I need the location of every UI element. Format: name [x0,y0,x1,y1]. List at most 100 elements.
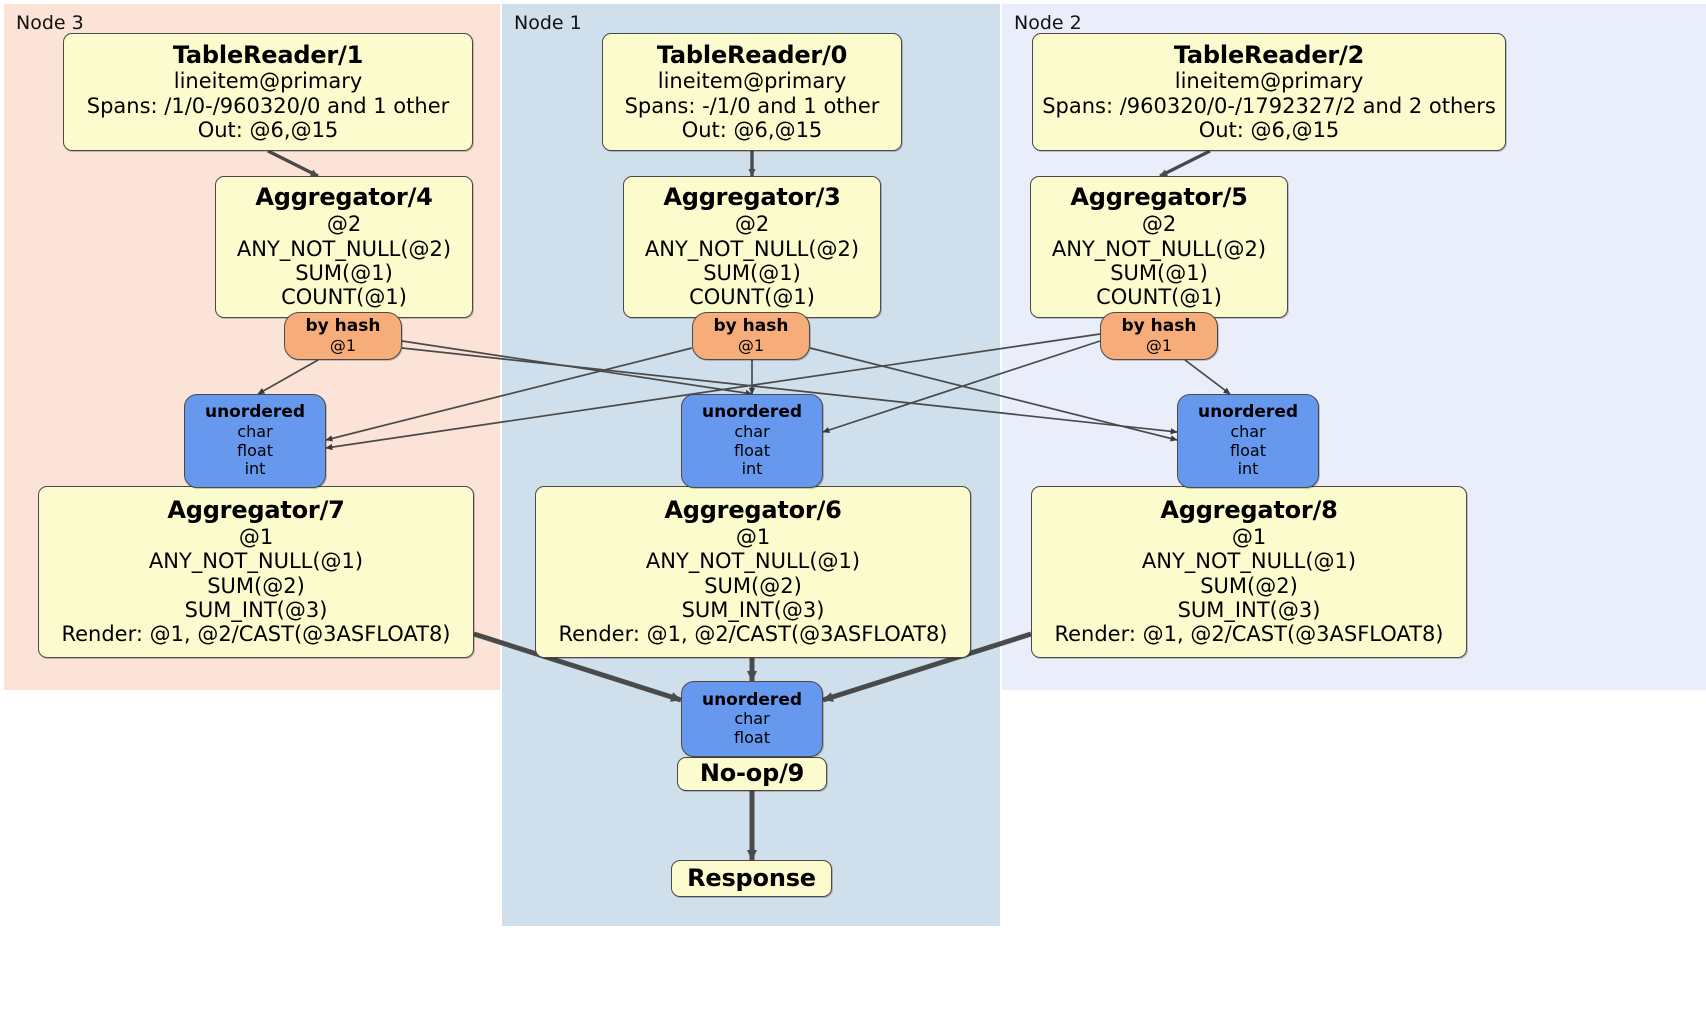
graph-node-detail-line: ANY_NOT_NULL(@2) [644,236,860,261]
graph-node-detail-line: Spans: -/1/0 and 1 other [624,93,880,118]
graph-node-response[interactable]: Response [671,860,832,897]
edge-tr1-to-agg4 [267,149,319,178]
graph-node-detail-line: ANY_NOT_NULL(@1) [1141,549,1357,574]
graph-node-detail-line: SUM(@2) [1200,573,1298,598]
graph-node-detail-line: @1 [1231,525,1267,550]
graph-node-title: TableReader/0 [656,40,848,69]
edge-byhash5-to-unordered8 [1184,359,1231,395]
graph-node-detail-line: COUNT(@1) [689,285,815,310]
graph-node-detail-line: char [734,709,770,729]
graph-node-detail-line: Spans: /1/0-/960320/0 and 1 other [86,93,450,118]
edge-byhash3-to-unordered8 [809,347,1178,442]
graph-node-title: Aggregator/4 [255,183,433,212]
graph-node-detail-line: Out: @6,@15 [1198,118,1340,143]
graph-node-title: by hash [1121,315,1197,336]
graph-node-detail-line: COUNT(@1) [1096,285,1222,310]
graph-node-title: unordered [701,402,803,423]
graph-node-detail-line: int [741,459,763,479]
graph-node-detail-line: ANY_NOT_NULL(@2) [236,236,452,261]
graph-node-detail-line: lineitem@primary [1174,69,1364,94]
graph-node-byhash-3[interactable]: by hash@1 [692,312,810,360]
graph-node-title: Aggregator/8 [1160,496,1338,525]
graph-node-byhash-4[interactable]: by hash@1 [284,312,402,360]
graph-node-detail-line: ANY_NOT_NULL(@1) [645,549,861,574]
node-panel-label-node2: Node 2 [1014,12,1082,34]
graph-node-detail-line: Out: @6,@15 [197,118,339,143]
graph-node-detail-line: SUM_INT(@3) [1177,598,1321,623]
edge-byhash4-to-unordered7 [257,359,319,395]
graph-node-title: Aggregator/7 [167,496,345,525]
edge-byhash5-to-unordered6 [822,340,1101,434]
edge-agg7-to-unordered9 [473,631,682,703]
graph-node-detail-line: Render: @1, @2/CAST(@3ASFLOAT8) [558,622,948,647]
graph-node-detail-line: char [1230,422,1266,442]
graph-node-title: No-op/9 [699,759,805,788]
graph-node-title: unordered [204,402,306,423]
node-panel-label-node3: Node 3 [16,12,84,34]
node-panel-label-node1: Node 1 [514,12,582,34]
graph-node-detail-line: float [734,440,770,460]
graph-node-detail-line: @2 [326,212,362,237]
graph-node-detail-line: @1 [735,525,771,550]
graph-node-detail-line: Spans: /960320/0-/1792327/2 and 2 others [1042,93,1496,118]
graph-node-detail-line: SUM_INT(@3) [184,598,328,623]
graph-node-title: Aggregator/3 [663,183,841,212]
graph-node-detail-line: float [1230,440,1266,460]
graph-node-detail-line: int [1237,459,1259,479]
graph-node-title: unordered [701,689,803,710]
graph-node-detail-line: @2 [734,212,770,237]
graph-node-detail-line: char [734,422,770,442]
graph-node-title: TableReader/2 [1173,40,1365,69]
graph-node-detail-line: SUM(@1) [1110,260,1208,285]
graph-node-detail-line: @1 [1145,335,1173,355]
graph-node-detail-line: ANY_NOT_NULL(@1) [148,549,364,574]
graph-node-detail-line: lineitem@primary [657,69,847,94]
graph-node-detail-line: lineitem@primary [173,69,363,94]
graph-node-title: by hash [713,315,789,336]
edge-byhash4-to-unordered8 [401,347,1178,435]
edge-tr2-to-agg5 [1159,149,1211,178]
graph-node-title: unordered [1197,402,1299,423]
graph-node-noop-9[interactable]: No-op/9 [677,757,827,791]
graph-node-title: Response [687,863,816,892]
graph-node-detail-line: @2 [1141,212,1177,237]
graph-node-detail-line: SUM(@2) [704,573,802,598]
graph-node-detail-line: Render: @1, @2/CAST(@3ASFLOAT8) [61,622,451,647]
graph-node-detail-line: SUM(@1) [703,260,801,285]
graph-node-detail-line: @1 [737,335,765,355]
graph-node-byhash-5[interactable]: by hash@1 [1100,312,1218,360]
graph-node-detail-line: float [734,727,770,747]
graph-node-detail-line: ANY_NOT_NULL(@2) [1051,236,1267,261]
edge-byhash5-to-unordered7 [325,333,1101,451]
graph-node-detail-line: int [244,459,266,479]
graph-node-detail-line: @1 [238,525,274,550]
graph-node-title: TableReader/1 [172,40,364,69]
graph-node-detail-line: @1 [329,335,357,355]
graph-node-detail-line: Render: @1, @2/CAST(@3ASFLOAT8) [1054,622,1444,647]
edge-byhash3-to-unordered7 [325,347,693,442]
graph-node-title: by hash [305,315,381,336]
graph-node-detail-line: SUM(@2) [207,573,305,598]
graph-node-detail-line: Out: @6,@15 [681,118,823,143]
graph-node-detail-line: char [237,422,273,442]
graph-node-title: Aggregator/5 [1070,183,1248,212]
graph-node-detail-line: SUM(@1) [295,260,393,285]
graph-node-detail-line: float [237,440,273,460]
graph-node-detail-line: COUNT(@1) [281,285,407,310]
graph-node-title: Aggregator/6 [664,496,842,525]
